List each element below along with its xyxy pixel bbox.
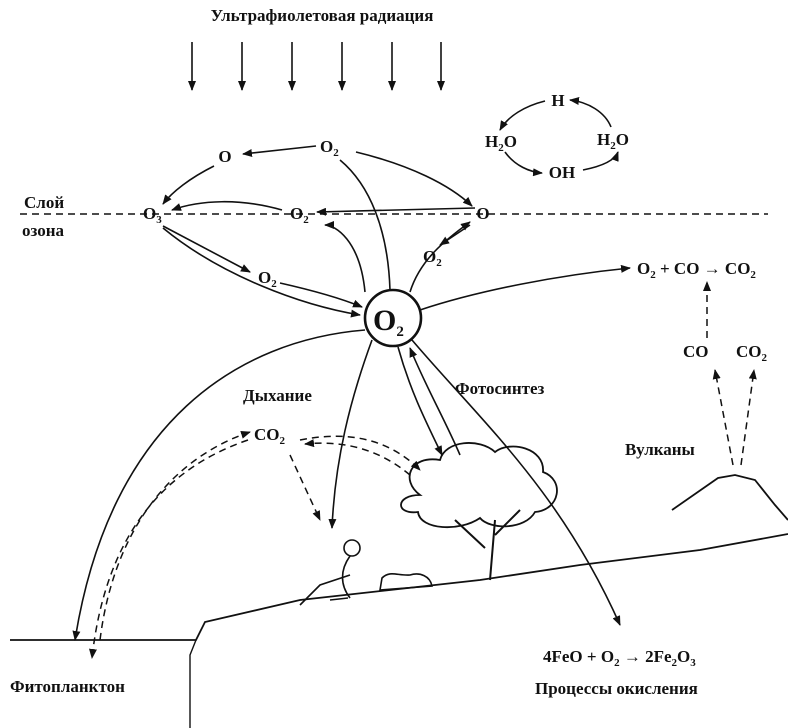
respiration-label: Дыхание (243, 386, 312, 405)
arrow-phytoplankton-to-co2 (100, 432, 250, 640)
arrow-center-to-o2-mid (325, 225, 365, 292)
arrow-co2-to-person (290, 455, 320, 520)
tree-crown (401, 443, 557, 527)
water-left-label: H2O (485, 132, 517, 154)
arrow-o2-to-center (280, 283, 362, 307)
phytoplankton-label: Фитопланктон (10, 677, 125, 696)
oxidation-reaction: 4FeO + O2 → 2Fe2O3 (543, 647, 696, 669)
arrow-o2-to-o-right (356, 152, 472, 206)
arrow-center-to-person (332, 340, 372, 528)
water-right-label: H2O (597, 130, 629, 152)
cycle-arrow-h2o-to-h (570, 100, 611, 127)
photosynthesis-label: Фотосинтез (455, 379, 545, 398)
arrow-center-to-volcano-reaction (420, 268, 630, 310)
oxygen-top: O2 (320, 137, 339, 159)
tree-trunk (455, 510, 520, 580)
cat (380, 574, 432, 590)
volcanoes-label: Вулканы (625, 440, 695, 459)
arrow-co2-to-phytoplankton (92, 440, 248, 658)
oxidation-label: Процессы окисления (535, 679, 698, 698)
arrow-co2-to-tree (300, 436, 420, 470)
hydrogen-cycle: H H2O H2O OH (485, 91, 629, 182)
hydroxyl-label: OH (549, 163, 575, 182)
biosphere-co2-label: CO2 (254, 425, 286, 447)
oxygen-lower-left: O2 (258, 268, 277, 290)
uv-rays (192, 42, 441, 90)
arrow-tree-to-co2 (305, 443, 410, 475)
cycle-arrow-oh-to-h2o (583, 152, 618, 170)
volcano-co2-label: CO2 (736, 342, 768, 364)
arrow-center-to-phytoplankton (75, 330, 365, 640)
atomic-oxygen-right: O (476, 204, 489, 223)
atmosphere-arrows (163, 146, 475, 315)
arrow-o2-mid-to-o3 (172, 202, 282, 210)
arrow-o3-to-o2 (163, 226, 250, 272)
shore-line (190, 640, 196, 728)
hydrogen-label: H (551, 91, 564, 110)
arrow-o-to-o2-mid (317, 208, 475, 212)
tree (401, 443, 557, 580)
ozone-layer-label-line2: озона (22, 221, 65, 240)
arrow-center-to-o2-top (340, 160, 390, 290)
cycle-arrow-h-to-h2o (500, 101, 545, 130)
central-oxygen: O2 (365, 290, 421, 346)
ozone-layer-label-line1: Слой (24, 193, 64, 212)
arrow-o2-to-o (243, 146, 316, 154)
arrow-center-to-tree (398, 347, 442, 455)
volcano-reaction: O2 + CO → CO2 (637, 259, 756, 281)
arrow-o-to-o3 (163, 166, 214, 204)
arrow-o-right-to-o2 (440, 225, 470, 245)
cat-body (380, 574, 432, 590)
arrow-volcano-to-co (715, 370, 733, 465)
arrow-volcano-to-co2 (741, 370, 754, 465)
ozone-molecule: O3 (143, 204, 162, 226)
atomic-oxygen-left: O (218, 147, 231, 166)
uv-radiation-title: Ультрафиолетовая радиация (211, 6, 434, 25)
person-head (344, 540, 360, 556)
ground-line (10, 534, 788, 640)
oxygen-mid: O2 (290, 204, 309, 226)
volcano (672, 475, 788, 520)
cycle-arrow-h2o-to-oh (505, 152, 542, 173)
oxygen-lower-right: O2 (423, 247, 442, 269)
person (300, 540, 360, 605)
volcano-co-label: CO (683, 342, 709, 361)
